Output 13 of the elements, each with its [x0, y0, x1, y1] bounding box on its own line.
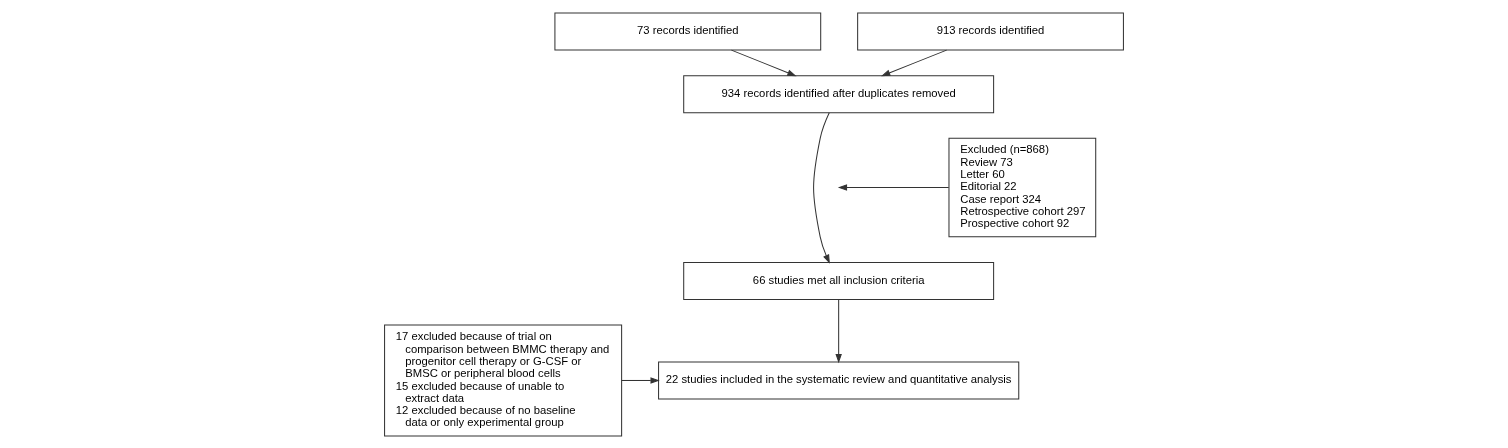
- node-box: 73 records identified: [554, 12, 822, 51]
- arrow: [730, 49, 797, 76]
- arrow: [837, 183, 950, 191]
- node-box: 22 studies included in the systematic review and quantitative analysis: [658, 361, 1020, 399]
- node-box: 66 studies met all inclusion criteria: [683, 261, 995, 300]
- node-box: Excluded (n=868) Review 73 Letter 60 Editorial 22 Case report 324 Retrospective cohort 297 Prospective cohort 92: [948, 137, 1097, 237]
- node-box: 934 records identified after duplicates removed: [683, 74, 995, 113]
- arrow: [835, 298, 842, 363]
- arrow: [881, 49, 948, 76]
- node-box: 913 records identified: [857, 12, 1124, 51]
- arrow: [813, 111, 830, 264]
- node-box: 17 excluded because of trial on comparison between BMMC therapy and progenitor cell therapy or G-CSF or BMSC or peripheral blood cells 15 excluded because of unable to extract data 12 excluded because of no baseline data or only experimental group: [384, 324, 623, 436]
- arrow: [621, 376, 660, 384]
